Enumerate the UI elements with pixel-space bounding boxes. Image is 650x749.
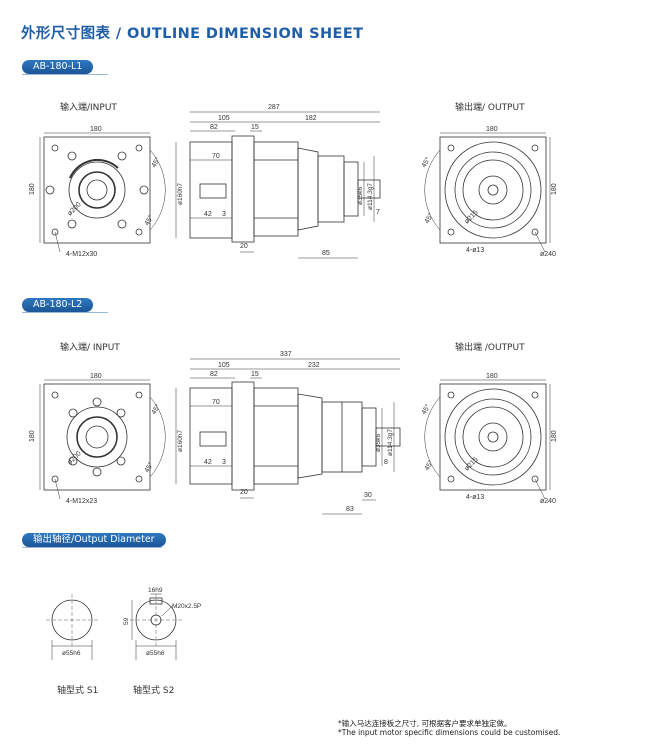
dim-text: 70 — [212, 399, 220, 406]
dim-text: 232 — [308, 362, 320, 369]
dim-text: 337 — [280, 351, 292, 358]
dim-text: 287 — [268, 104, 280, 111]
dim-text: 15 — [251, 371, 259, 378]
dim-text: 105 — [218, 362, 230, 369]
dim-text: 20 — [240, 243, 248, 250]
dim-text: 70 — [212, 153, 220, 160]
dim-text: ø55h6 — [146, 650, 165, 657]
dim-text: 7 — [376, 209, 380, 216]
dim-text: ø114.3g7 — [367, 183, 374, 210]
dim-text: 180 — [90, 373, 102, 380]
section-label-shaft: 输出轴径/Output Diameter — [22, 533, 166, 547]
dim-text: 30 — [364, 492, 372, 499]
dim-text: 180 — [551, 183, 558, 195]
dim-text: 3 — [222, 459, 226, 466]
dim-text: ø35k6 — [375, 434, 382, 452]
view-label-input: 输入端/ INPUT — [60, 343, 120, 353]
dim-text: 82 — [210, 124, 218, 131]
dim-text: 182 — [305, 115, 317, 122]
dim-text: ø160h7 — [177, 430, 184, 452]
dim-text: 180 — [29, 430, 36, 442]
dim-text: 4-M12x23 — [66, 498, 97, 505]
section-label-l2: AB-180-L2 — [22, 298, 94, 312]
section-label-l1: AB-180-L1 — [22, 60, 94, 74]
dim-text: 180 — [90, 126, 102, 133]
dim-text: 8 — [384, 459, 388, 466]
dim-text: 3 — [222, 211, 226, 218]
footnote-en: *The input motor specific dimensions cou… — [338, 728, 561, 737]
dim-text: 15 — [251, 124, 259, 131]
dim-text: 4-ø13 — [466, 494, 484, 501]
footnote-cn: *输入马达连接板之尺寸, 可根据客户要求单独定做。 — [338, 719, 512, 728]
dim-text: 16h9 — [148, 587, 163, 594]
shaft-type-s1: 轴型式 S1 — [57, 686, 99, 696]
dim-text: 180 — [29, 183, 36, 195]
dim-text: 180 — [486, 126, 498, 133]
section-underline — [22, 74, 108, 75]
dim-text: 42 — [204, 211, 212, 218]
dim-text: ø160h7 — [177, 183, 184, 205]
view-label-input: 输入端/INPUT — [60, 103, 117, 113]
dim-text: ø55h6 — [62, 650, 81, 657]
view-label-output: 输出端/ OUTPUT — [455, 103, 525, 113]
dim-text: 4-ø13 — [466, 247, 484, 254]
dim-text: 105 — [218, 115, 230, 122]
dim-text: 180 — [486, 373, 498, 380]
dim-text: ø114.3g7 — [387, 429, 394, 456]
dim-text: ø240 — [540, 498, 556, 505]
dim-text: ø240 — [540, 251, 556, 258]
dim-text: 42 — [204, 459, 212, 466]
page-title: 外形尺寸图表 / OUTLINE DIMENSION SHEET — [21, 26, 364, 42]
view-label-output: 输出端 /OUTPUT — [455, 343, 525, 353]
dim-text: 82 — [210, 371, 218, 378]
dim-text: 59 — [123, 617, 130, 625]
dim-text: 180 — [551, 430, 558, 442]
dim-text: 85 — [322, 250, 330, 257]
section-underline — [22, 312, 108, 313]
dim-text: 20 — [240, 489, 248, 496]
dim-text: ø35k6 — [357, 187, 364, 205]
shaft-type-s2: 轴型式 S2 — [133, 686, 175, 696]
dim-text: 83 — [346, 506, 354, 513]
dim-text: 4-M12x30 — [66, 251, 97, 258]
dim-text: M20x2.5P — [172, 603, 201, 610]
section-underline — [22, 547, 162, 548]
